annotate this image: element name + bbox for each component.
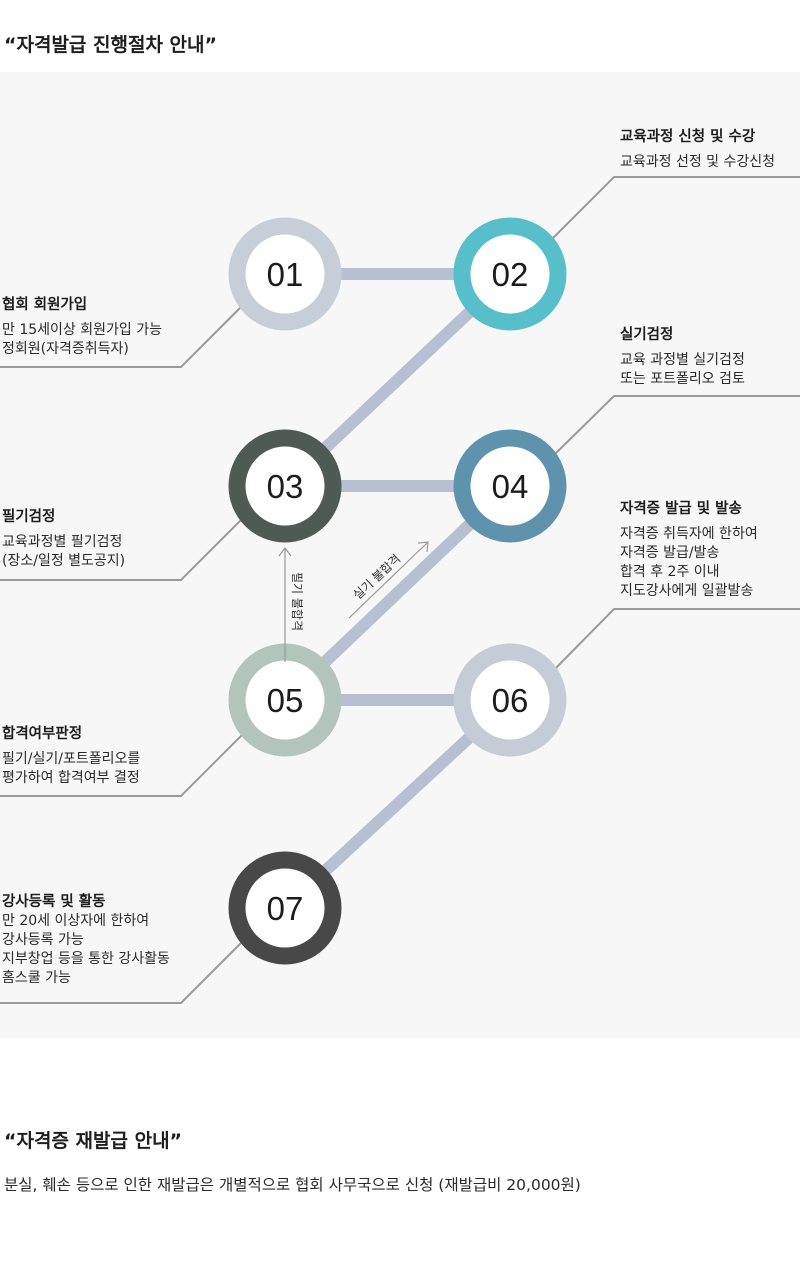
fail-arrows [278, 541, 429, 662]
step-07-line-3: 지부창업 등을 통한 강사활동 [2, 951, 170, 967]
step-ring-04 [453, 429, 567, 543]
leader-01 [0, 295, 253, 368]
step-06-line-3: 합격 후 2주 이내 [620, 564, 720, 580]
step-number-04: 04 [492, 468, 529, 505]
step-05-line-1: 필기/실기/포트폴리오를 [2, 751, 141, 767]
practical-fail-arrowhead [417, 541, 429, 553]
written-fail-arrowhead [278, 547, 292, 557]
leader-lines [0, 176, 800, 1004]
step-ring-06 [453, 643, 567, 757]
step-circle-06: 06 [453, 643, 567, 757]
leader-07 [0, 931, 253, 1004]
step-02-line-1: 교육과정 선정 및 수강신청 [620, 154, 776, 170]
step-number-01: 01 [267, 256, 304, 293]
step-number-03: 03 [267, 468, 304, 505]
leader-03 [0, 508, 253, 581]
step-circle-04: 04 [453, 429, 567, 543]
leader-06 [552, 608, 800, 672]
step-07-title: 강사등록 및 활동 [2, 894, 106, 910]
step-06-line-1: 자격증 취득자에 한하여 [620, 526, 758, 542]
step-circles: 01 02 03 04 05 06 07 [228, 217, 567, 965]
step-05-description: 합격여부판정 필기/실기/포트폴리오를 평가하여 합격여부 결정 [2, 725, 140, 788]
step-03-line-2: (장소/일정 별도공지) [2, 553, 126, 569]
step-ring-03 [228, 429, 342, 543]
connectors [280, 268, 515, 913]
step-06-line-2: 자격증 발급/발송 [620, 545, 720, 561]
step-03-title: 필기검정 [2, 509, 56, 525]
practical-fail-arrow [348, 541, 429, 619]
step-01-title: 협회 회원가입 [2, 297, 88, 313]
step-number-02: 02 [492, 256, 529, 293]
step-03-description: 필기검정 교육과정별 필기검정 (장소/일정 별도공지) [2, 508, 125, 571]
step-04-description: 실기검정 교육 과정별 실기검정 또는 포트폴리오 검토 [620, 326, 745, 389]
step-ring-02 [453, 217, 567, 331]
step-03-line-1: 교육과정별 필기검정 [2, 534, 123, 550]
step-ring-07 [228, 851, 342, 965]
step-07-line-1: 만 20세 이상자에 한하여 [2, 913, 150, 929]
step-number-07: 07 [267, 890, 304, 927]
leader-04 [552, 395, 800, 457]
leader-02 [552, 176, 800, 239]
step-05-line-2: 평가하여 합격여부 결정 [2, 770, 140, 786]
step-05-title: 합격여부판정 [2, 726, 83, 742]
step-circle-05: 05 [228, 643, 342, 757]
step-circle-03: 03 [228, 429, 342, 543]
step-number-06: 06 [492, 682, 529, 719]
step-06-title: 자격증 발급 및 발송 [620, 501, 742, 517]
leader-05 [0, 724, 253, 797]
step-04-title: 실기검정 [620, 327, 674, 343]
step-circle-02: 02 [453, 217, 567, 331]
section-title-procedure: “자격발급 진행절차 안내” [4, 34, 218, 56]
step-07-description: 강사등록 및 활동 만 20세 이상자에 한하여 강사등록 가능 지부창업 등을… [2, 893, 170, 988]
step-02-title: 교육과정 신청 및 수강 [620, 129, 756, 145]
step-02-description: 교육과정 신청 및 수강 교육과정 선정 및 수강신청 [620, 128, 775, 172]
step-ring-01 [228, 217, 342, 331]
step-circle-01: 01 [228, 217, 342, 331]
step-06-line-4: 지도강사에게 일괄발송 [620, 583, 754, 599]
step-number-05: 05 [267, 682, 304, 719]
step-circle-07: 07 [228, 851, 342, 965]
step-07-line-4: 홈스쿨 가능 [2, 970, 71, 986]
step-01-line-1: 만 15세이상 회원가입 가능 [2, 322, 162, 338]
written-fail-label: 필기 불합격 [290, 572, 304, 631]
step-01-line-2: 정회원(자격증취득자) [2, 341, 129, 357]
section-title-reissue: “자격증 재발급 안내” [4, 1130, 183, 1152]
reissue-note: 분실, 훼손 등으로 인한 재발급은 개별적으로 협회 사무국으로 신청 (재발… [4, 1176, 581, 1194]
step-07-line-2: 강사등록 가능 [2, 932, 84, 948]
step-04-line-1: 교육 과정별 실기검정 [620, 352, 745, 368]
step-04-line-2: 또는 포트폴리오 검토 [620, 371, 745, 387]
step-06-description: 자격증 발급 및 발송 자격증 취득자에 한하여 자격증 발급/발송 합격 후 … [620, 500, 758, 601]
step-01-description: 협회 회원가입 만 15세이상 회원가입 가능 정회원(자격증취득자) [2, 296, 162, 359]
